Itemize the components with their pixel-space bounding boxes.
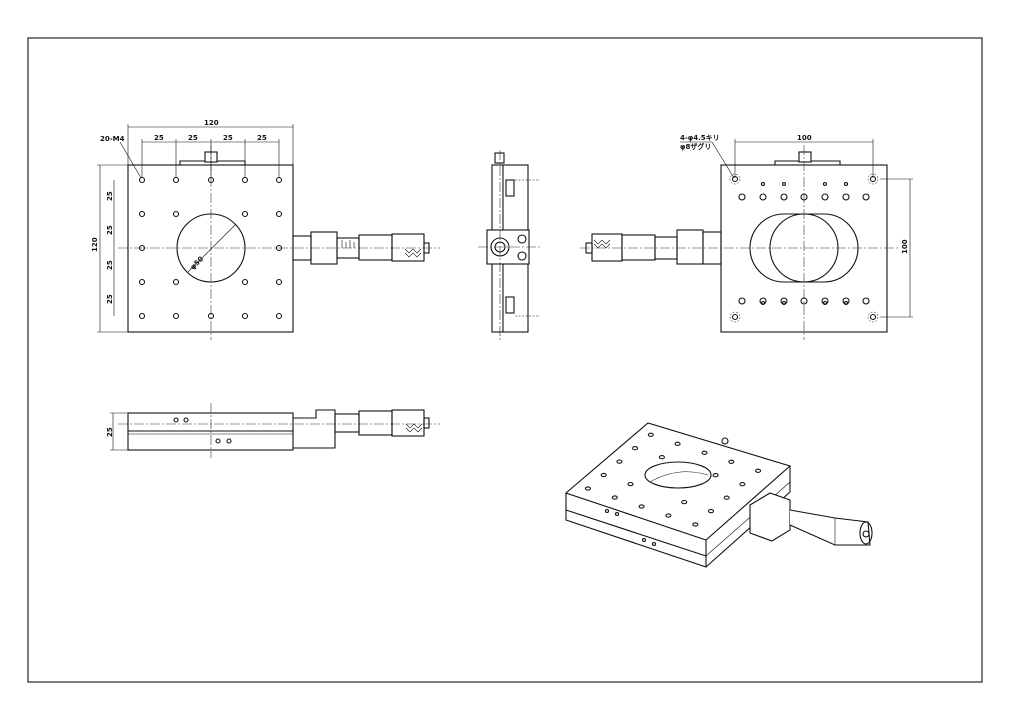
dim-pitch-y-4: 25 [106,294,114,304]
tap-hole [616,459,623,464]
small-hole [760,181,766,187]
tap-hole [241,278,249,286]
dim-height: 25 [106,427,114,437]
dim-pitch-x-4: 25 [257,134,267,142]
aperture-circle [176,213,246,283]
hole [821,297,829,305]
counterbore-hole [729,311,741,323]
tap-hole [632,446,639,451]
dim-mount-pitch-y: 100 [901,239,909,254]
hole [759,297,767,305]
tap-hole [172,176,180,184]
tap-hole [712,473,719,478]
tap-hole [584,486,591,491]
hole [800,297,808,305]
hole [862,297,870,305]
micrometer [585,229,722,265]
tap-hole [241,176,249,184]
tap-hole [172,210,180,218]
hole [862,193,870,201]
mount-holes-callout-1: 4-φ4.5キリ [680,134,720,142]
tap-hole [275,244,283,252]
dim-pitch-x-2: 25 [188,134,198,142]
dim-mount-pitch-x: 100 [797,134,812,142]
tap-hole [275,176,283,184]
tap-hole [647,432,654,437]
tap-hole [739,482,746,487]
hole [821,193,829,201]
tap-hole [241,210,249,218]
counterbore-hole [867,311,879,323]
mount-hole [869,313,877,321]
small-hole [822,181,828,187]
dim-pitch-y-2: 25 [106,225,114,235]
tap-hole [172,312,180,320]
isometric-view [564,422,873,568]
dim-pitch-x-3: 25 [223,134,233,142]
top-view: 120 25 25 25 25 20-M4 120 25 25 25 25 φ5… [91,119,440,340]
tap-hole [692,522,699,527]
bottom-view: 100 100 4-φ4.5キリ φ8ザグリ [580,134,913,340]
oval-slot [749,213,859,283]
tap-hole [701,450,708,455]
tap-hole [275,278,283,286]
tap-hole [241,312,249,320]
dim-pitch-x-1: 25 [154,134,164,142]
hole [759,193,767,201]
hole [842,297,850,305]
tap-hole [172,278,180,286]
tap-hole [138,278,146,286]
tap-hole [723,495,730,500]
mount-holes-callout-2: φ8ザグリ [680,142,711,151]
small-hole [781,181,787,187]
tap-hole [658,455,665,460]
micrometer [292,231,430,265]
drawing-border [27,37,983,683]
tap-hole [138,176,146,184]
hole [800,193,808,201]
hole [738,193,746,201]
tap-hole [138,244,146,252]
tap-hole [207,312,215,320]
hole [842,193,850,201]
tap-hole [638,504,645,509]
tap-hole [627,481,634,487]
tap-holes [138,176,283,320]
tap-hole [674,441,681,446]
dim-overall-height: 120 [91,237,99,252]
dim-pitch-y-3: 25 [106,260,114,270]
hole [738,297,746,305]
dim-overall-width: 120 [204,119,219,127]
tap-hole [728,459,735,464]
tap-hole [755,468,762,473]
mount-hole [731,313,739,321]
tap-hole [681,499,688,505]
tap-holes-callout: 20-M4 [100,135,125,143]
tap-hole [600,472,607,478]
side-view [478,150,540,340]
dim-pitch-y-1: 25 [106,191,114,201]
tap-hole [707,508,715,514]
tap-hole [138,210,146,218]
tap-hole [275,312,283,320]
hole [780,297,788,305]
tap-hole [138,312,146,320]
tap-hole [665,513,672,518]
front-view: 25 [106,403,440,458]
tap-hole [275,210,283,218]
stage-plate [127,164,294,333]
small-hole [843,181,849,187]
hole [780,193,788,201]
tap-hole [611,495,618,500]
